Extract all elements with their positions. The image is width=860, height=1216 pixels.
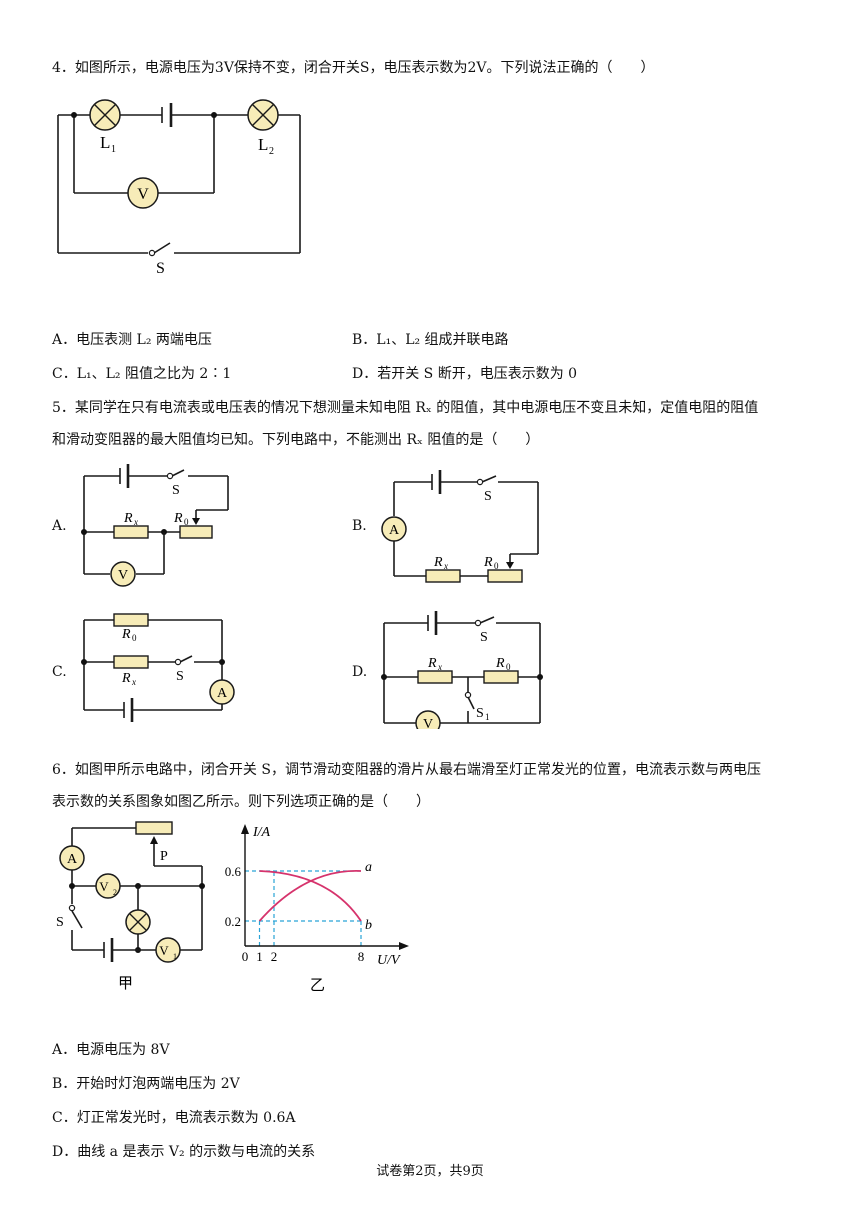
svg-text:R: R [121, 627, 131, 642]
q4-option-d[interactable]: D．若开关 S 断开，电压表示数为 0 [352, 366, 578, 382]
y-tick-label: 0.2 [225, 914, 241, 929]
page-footer: 试卷第2页，共9页 [376, 1164, 484, 1179]
svg-text:V: V [99, 879, 109, 894]
x-tick-label: 8 [358, 949, 365, 964]
svg-text:x: x [443, 561, 448, 571]
curve-a [258, 870, 362, 922]
svg-text:2: 2 [113, 888, 117, 897]
svg-text:A: A [217, 686, 228, 701]
svg-text:S: S [476, 706, 484, 721]
q5-circuit-c[interactable]: A R 0 R x S [80, 610, 240, 724]
lamp-icon [125, 909, 151, 935]
svg-text:S: S [172, 483, 180, 498]
y-axis-arrow [241, 824, 249, 834]
q5-stem-line1: 5．某同学在只有电流表或电压表的情况下想测量未知电阻 Rₓ 的阻值，其中电源电压… [52, 400, 759, 416]
q5-circuit-d[interactable]: V R x R 0 S S 1 [380, 605, 550, 729]
x-tick-label: 1 [256, 949, 263, 964]
x-axis-arrow [399, 942, 409, 950]
x-tick-label: 2 [271, 949, 278, 964]
svg-text:x: x [131, 677, 136, 687]
q5-circuit-b[interactable]: A R x R 0 S [380, 466, 550, 590]
l2-label: L [258, 135, 268, 154]
svg-text:S: S [480, 630, 488, 645]
svg-text:1: 1 [111, 144, 116, 155]
svg-text:x: x [437, 662, 442, 672]
series-a-label: a [365, 860, 372, 875]
q5-option-d-label[interactable]: D. [352, 664, 368, 680]
svg-text:0: 0 [494, 561, 499, 571]
svg-text:R: R [483, 555, 493, 570]
svg-text:R: R [427, 656, 437, 671]
svg-text:R: R [123, 511, 133, 526]
q6-circuit-jia: A V 2 V 1 P S 甲 [56, 821, 205, 992]
voltmeter-icon: V [127, 177, 159, 209]
svg-text:V: V [159, 943, 169, 958]
q4-option-c[interactable]: C．L₁、L₂ 阻值之比为 2∶1 [52, 366, 232, 382]
svg-text:x: x [133, 517, 138, 527]
q5-stem-line2: 和滑动变阻器的最大阻值均已知。下列电路中，不能测出 Rₓ 阻值的是（ ） [52, 432, 540, 448]
svg-text:A: A [67, 852, 78, 867]
svg-text:0: 0 [506, 662, 511, 672]
svg-text:R: R [433, 555, 443, 570]
l1-label: L [100, 133, 110, 152]
svg-text:R: R [495, 656, 505, 671]
q4-option-a[interactable]: A．电压表测 L₂ 两端电压 [52, 332, 212, 348]
q6-stem-line2: 表示数的关系图象如图乙所示。则下列选项正确的是（ ） [52, 794, 430, 810]
curve-b [259, 870, 362, 922]
y-axis-label: I/A [252, 825, 271, 840]
svg-text:V: V [118, 568, 128, 583]
q4-stem: 4．如图所示，电源电压为3V保持不变，闭合开关S，电压表示数为2V。下列说法正确… [52, 60, 655, 76]
svg-text:2: 2 [269, 146, 274, 157]
caption-yi: 乙 [310, 978, 325, 993]
q5-circuit-a[interactable]: V R x R 0 S [80, 462, 240, 590]
q6-stem-line1: 6．如图甲所示电路中，闭合开关 S，调节滑动变阻器的滑片从最右端滑至灯正常发光的… [52, 762, 761, 778]
svg-text:P: P [160, 849, 168, 864]
series-b-label: b [365, 918, 372, 933]
lamp-l2-icon [247, 99, 279, 131]
lamp-l1-icon [89, 99, 121, 131]
q5-option-a-label[interactable]: A. [52, 518, 67, 534]
q5-option-b-label[interactable]: B. [352, 518, 367, 534]
q6-option-b[interactable]: B．开始时灯泡两端电压为 2V [52, 1076, 240, 1092]
y-tick-label: 0.6 [225, 864, 242, 879]
caption-jia: 甲 [118, 976, 133, 992]
voltmeter-icon [110, 561, 136, 587]
svg-text:R: R [121, 671, 131, 686]
svg-text:1: 1 [173, 952, 177, 961]
svg-text:S: S [56, 915, 64, 930]
q5-option-c-label[interactable]: C. [52, 664, 67, 680]
svg-text:0: 0 [184, 517, 189, 527]
q6-option-d[interactable]: D．曲线 a 是表示 V₂ 的示数与电流的关系 [52, 1144, 316, 1160]
q6-option-c[interactable]: C．灯正常发光时，电流表示数为 0.6A [52, 1110, 296, 1126]
r0-rheostat [179, 525, 213, 539]
rheostat [135, 821, 173, 835]
svg-text:1: 1 [485, 712, 490, 722]
svg-text:0: 0 [132, 633, 137, 643]
svg-text:S: S [176, 669, 184, 684]
svg-text:V: V [137, 186, 149, 203]
q4-option-b[interactable]: B．L₁、L₂ 组成并联电路 [352, 332, 509, 348]
svg-text:S: S [484, 489, 492, 504]
q4-circuit: V L 1 L 2 S [57, 99, 301, 277]
svg-text:R: R [173, 511, 183, 526]
q6-option-a[interactable]: A．电源电压为 8V [52, 1042, 170, 1058]
svg-text:A: A [389, 523, 400, 538]
switch-s-label: S [156, 260, 165, 277]
svg-text:V: V [423, 717, 433, 729]
rx-resistor [113, 525, 149, 539]
x-tick-label: 0 [242, 949, 249, 964]
x-axis-label: U/V [377, 953, 401, 968]
